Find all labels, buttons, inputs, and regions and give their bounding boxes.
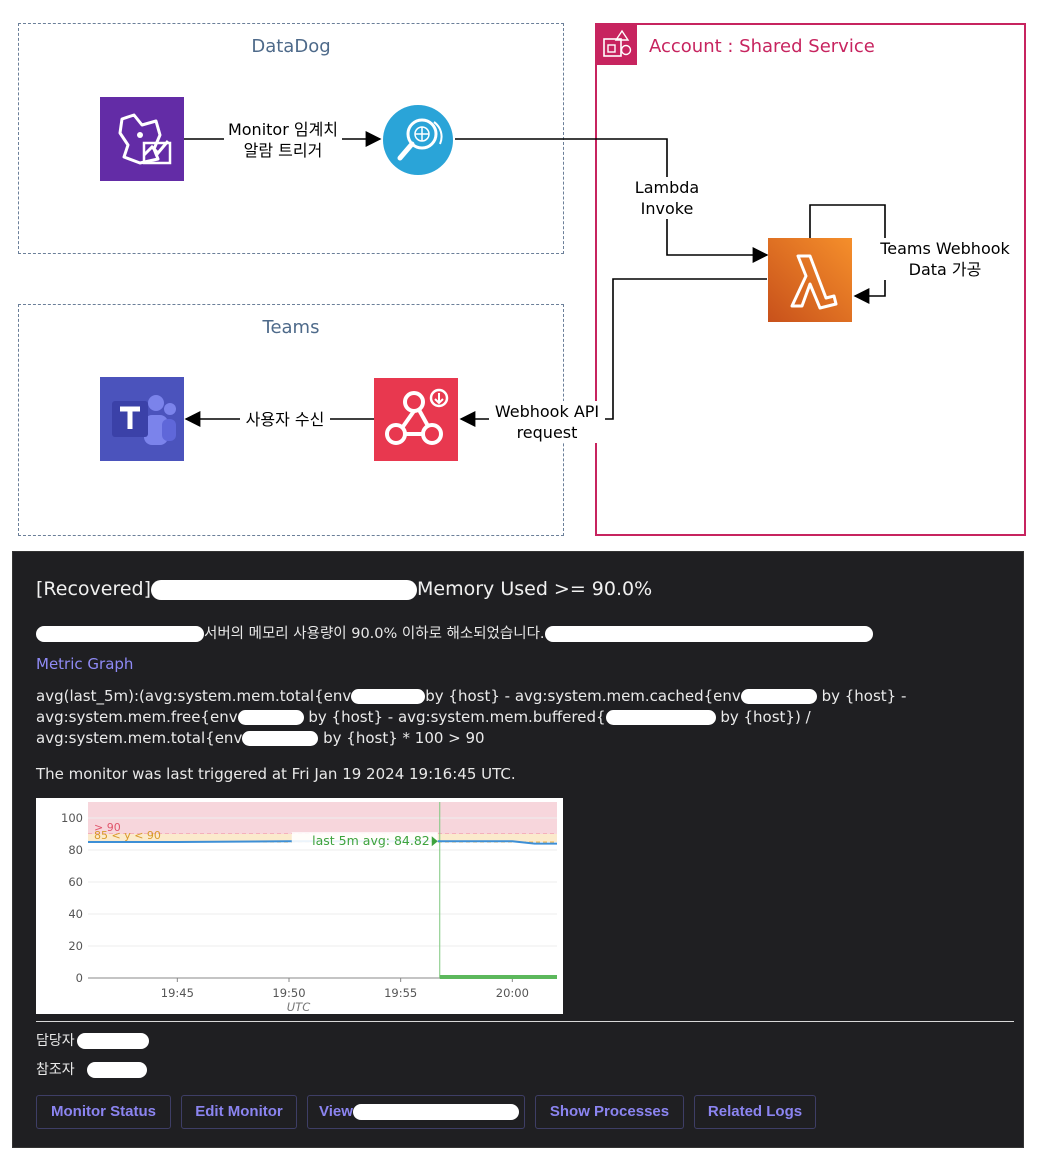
teams-notification-card: [Recovered] Memory Used >= 90.0% 서버의 메모리 … [12, 551, 1024, 1148]
edge-label-teams-webhook-data-line1: Teams Webhook [880, 239, 1010, 258]
metric-graph-link[interactable]: Metric Graph [36, 655, 134, 673]
account-group: Account : Shared Service [595, 23, 1026, 536]
y-tick-label: 60 [68, 875, 83, 889]
edit-monitor-button[interactable]: Edit Monitor [181, 1095, 297, 1129]
threshold-label: > 90 [94, 821, 121, 834]
edge-label-lambda-invoke-line1: Lambda [634, 178, 700, 197]
edge-label-lambda-invoke-line2: Invoke [640, 199, 694, 218]
edge-label-user-receive: 사용자 수신 [240, 409, 330, 430]
x-tick-label: 19:55 [384, 986, 417, 1000]
webhook-icon [374, 378, 458, 461]
divider [36, 1021, 1014, 1022]
edge-label-user-receive-line1: 사용자 수신 [245, 410, 325, 429]
x-tick-label: 20:00 [496, 986, 529, 1000]
annotation-arrow [431, 836, 438, 847]
account-group-title: Account : Shared Service [649, 36, 875, 57]
y-tick-label: 100 [61, 811, 83, 825]
lambda-icon [768, 238, 852, 322]
redacted-block [237, 710, 304, 725]
monitor-status-button[interactable]: Monitor Status [36, 1095, 171, 1129]
notification-title-prefix: [Recovered] [36, 578, 152, 600]
redacted-block [544, 626, 873, 642]
datadog-group-title: DataDog [251, 36, 331, 57]
y-tick-label: 40 [68, 907, 83, 921]
query-part: avg:system.mem.total{env [36, 729, 243, 747]
reference-row: 참조자 [36, 1059, 147, 1079]
x-tick-label: 19:50 [272, 986, 305, 1000]
reference-label: 참조자 [36, 1062, 75, 1078]
redacted-block [242, 731, 319, 746]
threshold-label: 85 < y < 90 [94, 829, 161, 842]
y-tick-label: 20 [68, 939, 83, 953]
query-part: avg(last_5m):(avg:system.mem.total{env [36, 687, 352, 705]
query-part: avg:system.mem.free{env [36, 708, 238, 726]
datadog-logo-icon [100, 97, 184, 181]
related-logs-button[interactable]: Related Logs [694, 1095, 816, 1129]
show-processes-button[interactable]: Show Processes [535, 1095, 684, 1129]
redacted-block [86, 1062, 147, 1078]
teams-group-title: Teams [262, 317, 320, 338]
edge-label-monitor-alarm-line1: Monitor 임계치 [227, 120, 339, 139]
redacted-block [605, 710, 716, 725]
redacted-block [76, 1033, 149, 1049]
edge-label-webhook-api-line2: request [516, 423, 578, 442]
edge-label-teams-webhook-data: Teams Webhook Data 가공 [874, 238, 1016, 280]
redacted-block [352, 1104, 519, 1121]
assignee-row: 담당자 [36, 1030, 149, 1050]
query-part: by {host} - [821, 687, 907, 705]
y-tick-label: 0 [76, 971, 83, 985]
x-tick-label: 19:45 [161, 986, 194, 1000]
status-bar [439, 975, 557, 979]
notification-message-row: 서버의 메모리 사용량이 90.0% 이하로 해소되었습니다. [36, 622, 873, 643]
annotation-label: last 5m avg: 84.82 [312, 833, 430, 848]
edge-label-monitor-alarm: Monitor 임계치 알람 트리거 [224, 119, 342, 161]
monitor-icon [382, 104, 454, 176]
edge-label-monitor-alarm-line2: 알람 트리거 [243, 141, 323, 160]
query-part: by {host}) / [720, 708, 811, 726]
last-triggered-text: The monitor was last triggered at Fri Ja… [36, 765, 516, 783]
redacted-block [740, 689, 817, 704]
query-part: by {host} - avg:system.mem.buffered{ [308, 708, 606, 726]
teams-logo-icon [100, 377, 184, 461]
notification-title: [Recovered] Memory Used >= 90.0% [36, 578, 652, 600]
view-button-label: View [319, 1103, 353, 1120]
redacted-block [36, 626, 204, 642]
edge-label-teams-webhook-data-line2: Data 가공 [908, 260, 982, 279]
account-icon [597, 25, 637, 65]
view-button[interactable]: View [307, 1095, 525, 1129]
y-tick-label: 80 [68, 843, 83, 857]
redacted-block [351, 689, 426, 704]
x-axis-label: UTC [287, 1000, 310, 1014]
edge-label-webhook-api-line1: Webhook API [494, 402, 600, 421]
query-part: by {host} - avg:system.mem.cached{env [425, 687, 741, 705]
assignee-label: 담당자 [36, 1033, 75, 1049]
query-part: by {host} * 100 > 90 [323, 729, 485, 747]
redacted-block [151, 579, 418, 600]
notification-title-suffix: Memory Used >= 90.0% [417, 578, 653, 600]
notification-message: 서버의 메모리 사용량이 90.0% 이하로 해소되었습니다. [204, 626, 545, 642]
edge-label-webhook-api: Webhook API request [489, 401, 605, 443]
edge-label-lambda-invoke: Lambda Invoke [624, 177, 710, 219]
annotation-background [291, 832, 438, 850]
